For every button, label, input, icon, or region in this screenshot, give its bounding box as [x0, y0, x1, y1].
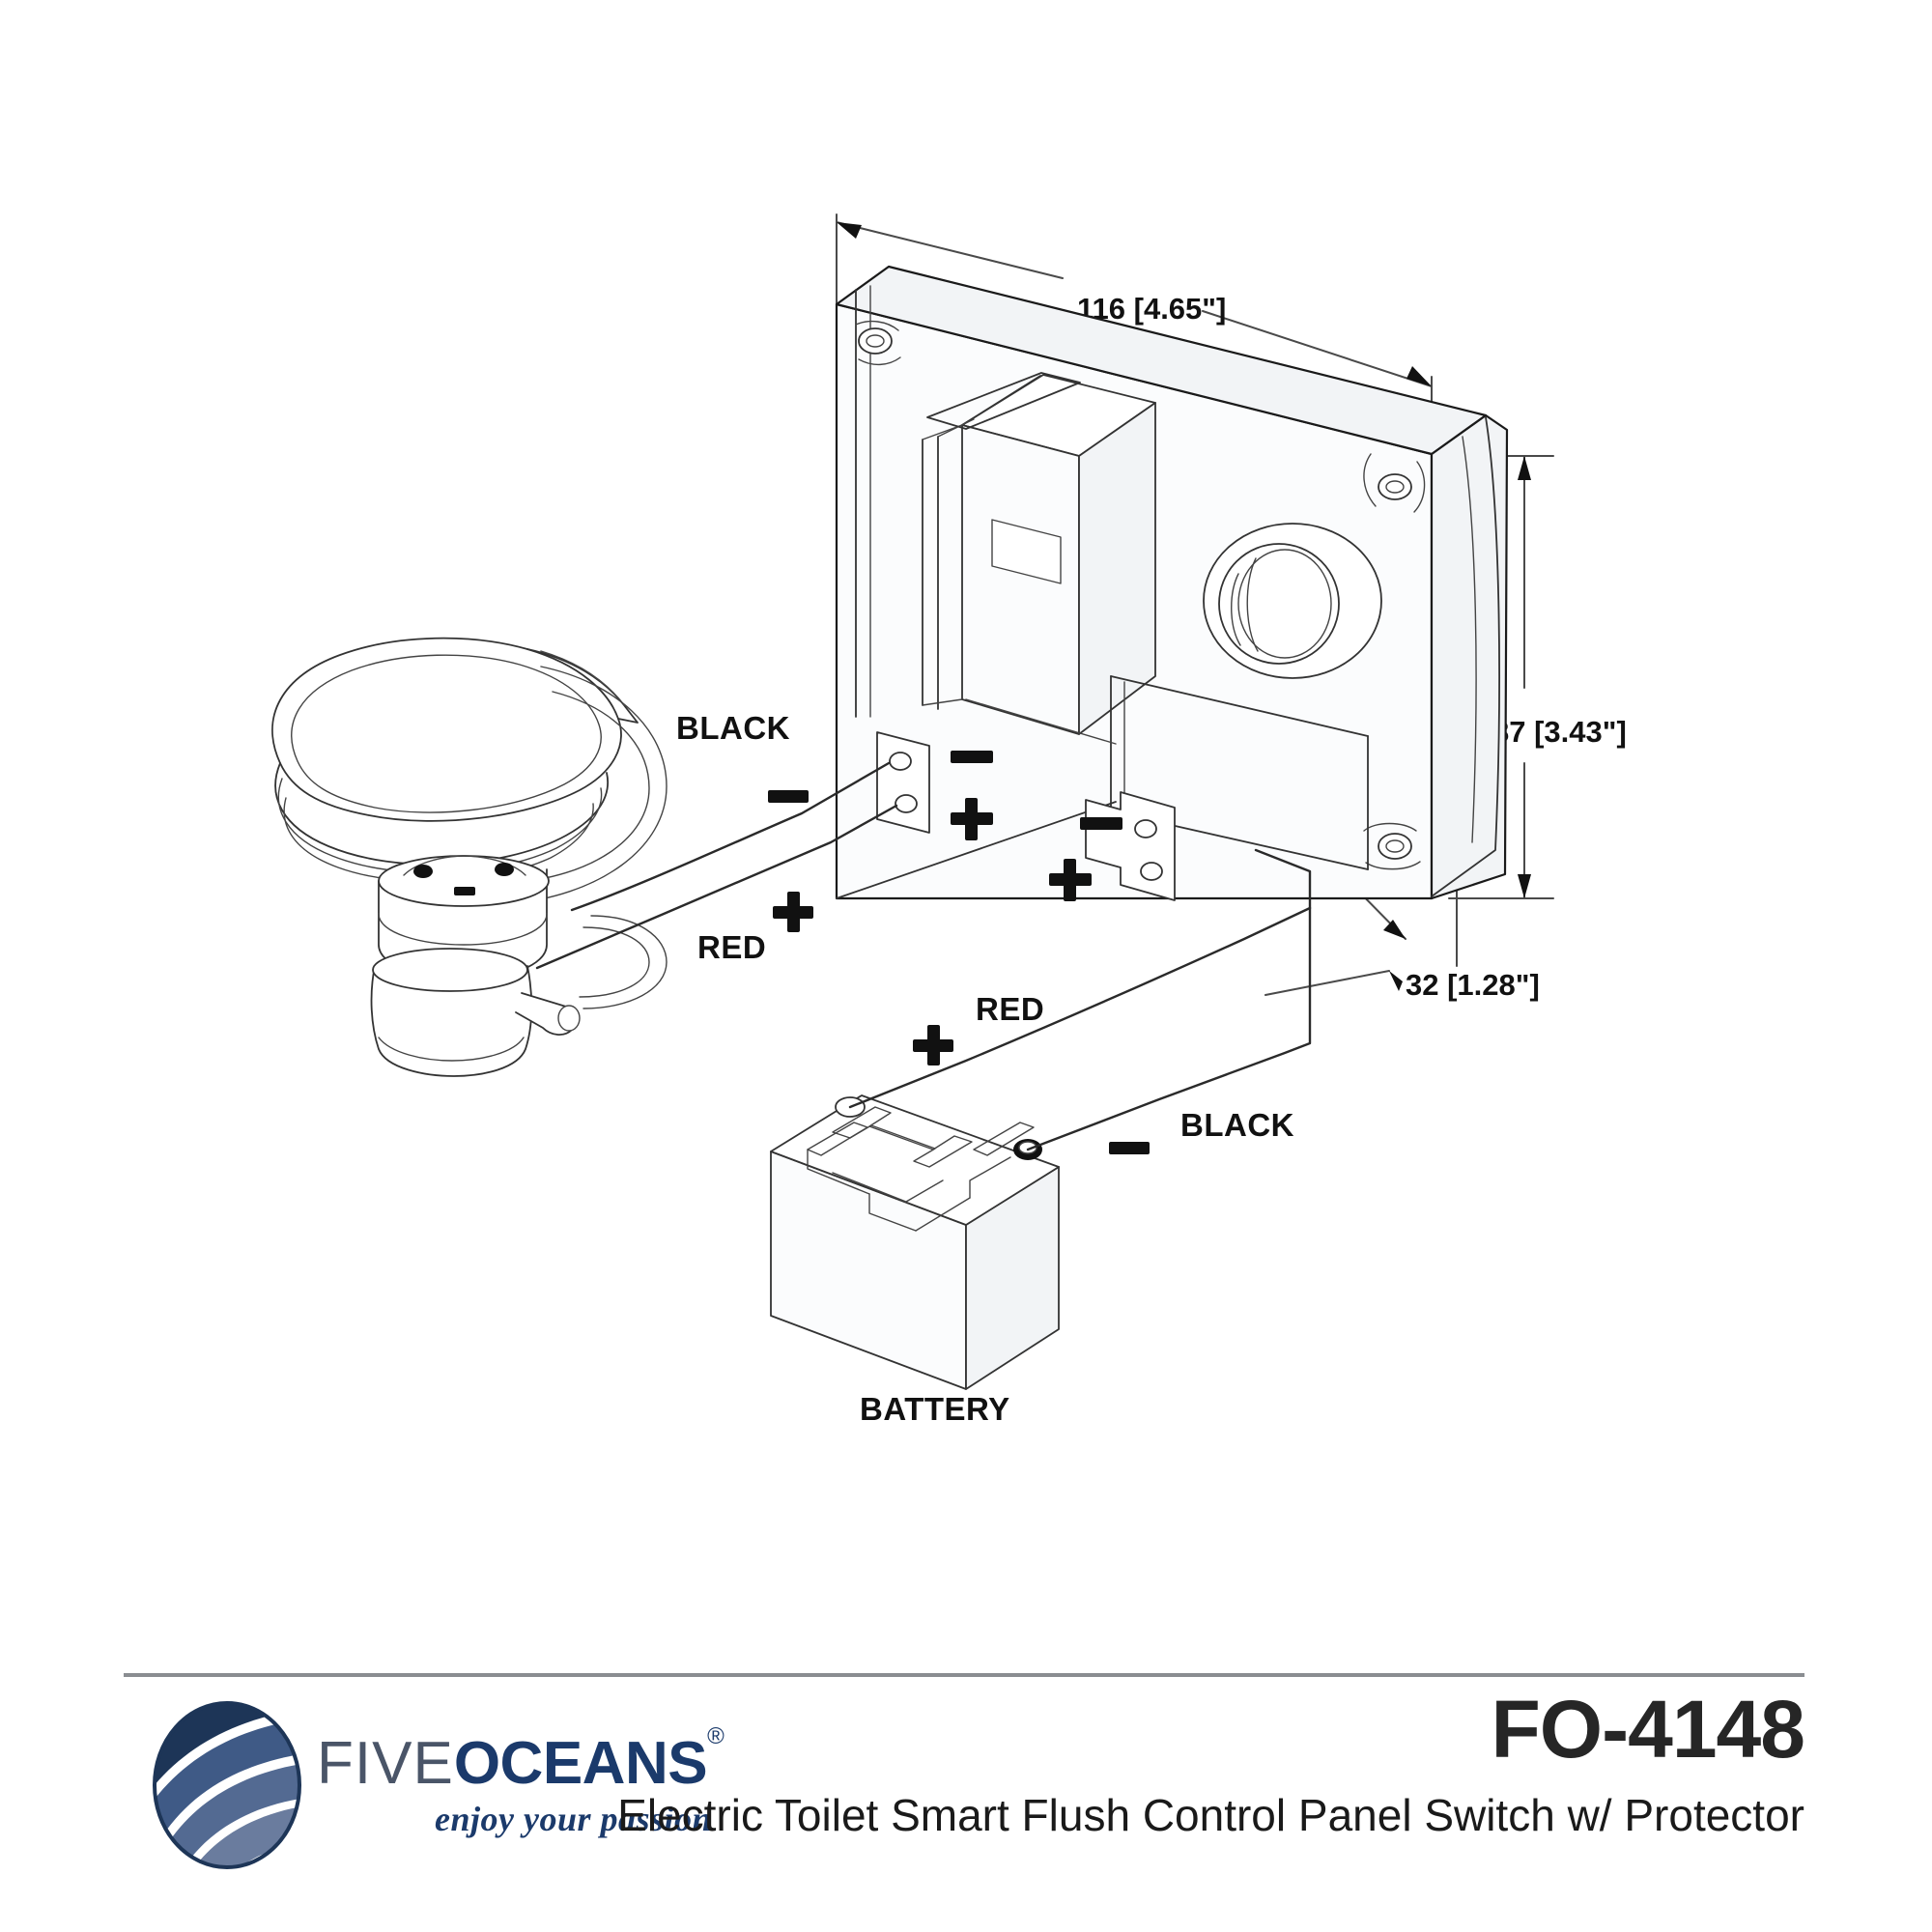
toilet-component [271, 637, 668, 1077]
label-battery: BATTERY [860, 1391, 1010, 1427]
label-red-toilet: RED [697, 929, 766, 965]
brand-name-bold: OCEANS [453, 1730, 708, 1797]
terminal-plus-symbol-right [1049, 859, 1092, 901]
wire-panel-drop-leg [1254, 848, 1312, 910]
wire-toilet-negative [570, 761, 891, 912]
dimension-depth-label: 32 [1.28"] [1406, 968, 1540, 1002]
registered-trademark-icon: ® [707, 1723, 724, 1750]
wire-battery-negative [1026, 906, 1312, 1151]
panel-polarity-symbols [951, 751, 1122, 901]
wire-plus-toilet [773, 892, 813, 932]
wire-battery-positive [848, 906, 1312, 1109]
brand-name-light: FIVE [317, 1730, 454, 1797]
technical-drawing-area: 116 [4.65"] 87 [3.43"] 32 [1.28"] [271, 213, 1627, 1427]
wiring-diagram-svg: 116 [4.65"] 87 [3.43"] 32 [1.28"] [271, 213, 1627, 1427]
battery-component [770, 1094, 1060, 1390]
terminal-block-toilet [876, 731, 930, 834]
terminal-minus-symbol-right [1080, 817, 1122, 830]
part-number: FO-4148 [1491, 1684, 1805, 1775]
wire-toilet-positive [535, 804, 898, 970]
label-black-battery: BLACK [1180, 1107, 1294, 1143]
terminal-minus-symbol-left [951, 751, 993, 763]
wire-plus-battery [913, 1025, 953, 1065]
footer: FIVEOCEANS® enjoy your passion FO-4148 E… [0, 1642, 1932, 1932]
footer-divider [124, 1673, 1804, 1677]
product-title: Electric Toilet Smart Flush Control Pane… [617, 1790, 1804, 1840]
label-red-battery: RED [976, 991, 1044, 1027]
brand-tagline: enjoy your passion [435, 1800, 713, 1838]
wiring-connections [535, 761, 1312, 1151]
dimension-height-label: 87 [3.43"] [1492, 715, 1627, 749]
terminal-plus-symbol-left [951, 798, 993, 840]
wire-labels: BLACK RED RED BLACK BATTERY [676, 710, 1294, 1427]
control-panel-component [835, 265, 1509, 901]
brand-logo-block: FIVEOCEANS® enjoy your passion [145, 1690, 724, 1874]
brand-wordmark: FIVEOCEANS® [317, 1723, 724, 1797]
ocean-waves-circle-icon [153, 1701, 301, 1869]
wire-polarity-symbols [768, 790, 1150, 1154]
wire-minus-toilet [768, 790, 809, 803]
wire-minus-battery [1109, 1142, 1150, 1154]
label-black-toilet: BLACK [676, 710, 790, 746]
